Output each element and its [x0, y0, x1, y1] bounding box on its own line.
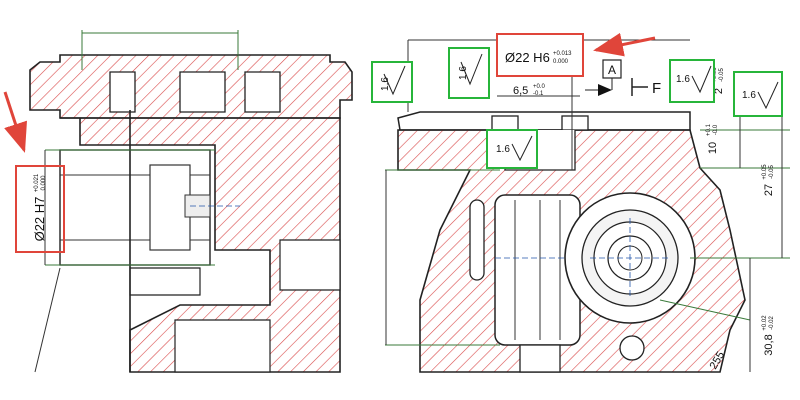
left-bottom-cavity: [174, 319, 271, 373]
left-flange-pocket-2: [179, 71, 226, 113]
right-section-view: A F 6,5 +0.0 -0.1 2 +0.05 -0.05 10 +0.1 …: [385, 32, 790, 373]
right-small-hole: [619, 335, 645, 361]
section-f-label: F: [652, 80, 661, 97]
dim-10-group: 10 +0.1 -0.0: [706, 123, 719, 154]
right-bottom-boss: [519, 344, 561, 373]
dim-30-8-group: 30,8 +0.02 -0.02: [762, 315, 775, 356]
left-section-view: Ø22 H7 +0.021 0.000: [3, 30, 353, 373]
roughness-symbol-3: 1.6: [486, 129, 538, 169]
roughness-symbol-1: 1.6: [371, 61, 413, 103]
dim-27-tol-upper: +0.05: [762, 164, 768, 180]
datum-a-triangle: [598, 84, 612, 96]
roughness-symbol-2: 1.6: [448, 47, 490, 99]
left-tolerance-highlight: [15, 165, 65, 253]
left-flange-pocket-3: [244, 71, 281, 113]
dim-27: 27: [763, 184, 775, 196]
dim-2-tol-lower: -0.05: [719, 68, 725, 82]
right-red-arrow: [593, 32, 656, 57]
right-small-slot: [469, 199, 485, 281]
left-tolerance-upper: +0.021: [34, 173, 40, 192]
dim-10: 10: [707, 142, 719, 154]
dim-6-5-tol-lower: -0.1: [533, 91, 544, 97]
dim-10-tol-upper: +0.1: [706, 123, 712, 136]
dim-6-5: 6,5: [513, 85, 528, 97]
roughness-value-2: 1.6: [458, 66, 469, 80]
dim-30-8: 30,8: [763, 334, 775, 355]
roughness-value-5: 1.6: [742, 90, 756, 101]
right-bolt-head-1: [491, 115, 519, 131]
right-circular-boss: [564, 192, 696, 324]
roughness-symbol-5: 1.6: [733, 71, 783, 117]
datum-a-label: A: [608, 63, 616, 77]
left-inner-step: [149, 164, 191, 251]
roughness-value-3: 1.6: [496, 144, 510, 155]
right-tolerance-upper: +0.013: [553, 51, 572, 57]
right-top-plate: [397, 111, 691, 131]
right-tolerance-highlight: [496, 33, 584, 77]
dim-10-tol-lower: -0.0: [713, 124, 719, 135]
dim-6-5-tol-upper: +0.0: [533, 84, 546, 90]
left-tolerance-text-group: Ø22 H7 +0.021 0.000: [32, 173, 47, 241]
dim-2: 2: [713, 88, 725, 94]
roughness-symbol-4: 1.6: [669, 59, 715, 103]
left-lower-slot: [279, 239, 341, 291]
roughness-value-4: 1.6: [676, 74, 690, 85]
dim-27-tol-lower: -0.05: [769, 165, 775, 179]
roughness-value-1: 1.6: [380, 77, 391, 91]
left-flange-pocket-1: [109, 71, 136, 113]
right-tolerance-lower: 0.000: [553, 59, 569, 65]
left-shaft-pin: [184, 194, 211, 218]
left-leader-line: [34, 267, 61, 373]
right-tolerance-label: Ø22 H6: [505, 50, 550, 65]
right-diag-dim: [659, 299, 751, 321]
left-lower-cavity: [129, 267, 201, 296]
right-bolt-head-2: [561, 115, 589, 131]
dim-30-8-tol-upper: +0.02: [762, 315, 768, 331]
left-red-arrow: [3, 91, 27, 153]
dim-30-8-tol-lower: -0.02: [769, 316, 775, 330]
left-tolerance-lower: 0.000: [41, 175, 47, 191]
dim-27-group: 27 +0.05 -0.05: [762, 164, 775, 196]
left-tolerance-label: Ø22 H7: [32, 197, 47, 242]
left-body-section: [60, 117, 341, 373]
